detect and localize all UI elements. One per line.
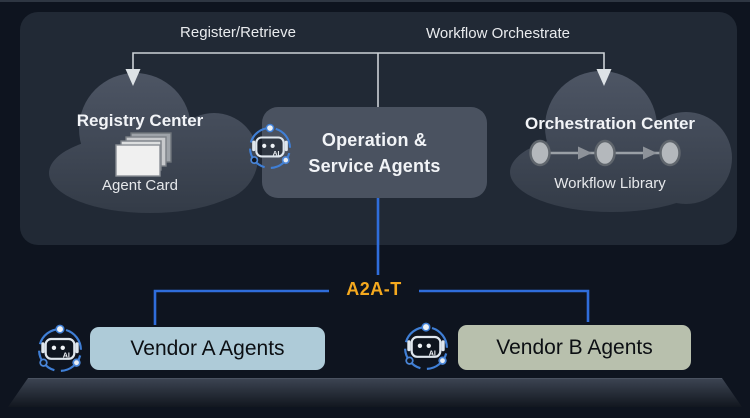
vendor-b-label: Vendor B Agents	[496, 335, 653, 359]
a2a-connector-lines	[153, 198, 590, 325]
vendor-a-label: Vendor A Agents	[130, 336, 285, 360]
operation-title-line1: Operation &	[321, 129, 428, 150]
top-edge-highlight	[0, 0, 750, 2]
registry-center-title: Registry Center	[76, 111, 204, 130]
down-arrow-icon	[125, 69, 141, 86]
vendor-b-agents-node: Vendor B Agents	[458, 325, 691, 370]
operation-service-agents-node: Operation & Service Agents	[262, 107, 487, 198]
connection-label-workflow-orchestrate: Workflow Orchestrate	[426, 25, 570, 42]
connection-label-register-retrieve: Register/Retrieve	[180, 24, 296, 41]
top-connector-lines	[132, 52, 605, 107]
orchestration-center-title: Orchestration Center	[524, 114, 696, 133]
a2a-t-protocol-label: A2A-T	[346, 279, 402, 299]
base-platform	[8, 378, 742, 407]
down-arrow-icon	[596, 69, 612, 86]
operation-title-line2: Service Agents	[308, 155, 441, 176]
agent-card-caption: Agent Card	[102, 177, 178, 194]
vendor-a-agents-node: Vendor A Agents	[90, 327, 325, 370]
workflow-library-caption: Workflow Library	[554, 175, 666, 192]
